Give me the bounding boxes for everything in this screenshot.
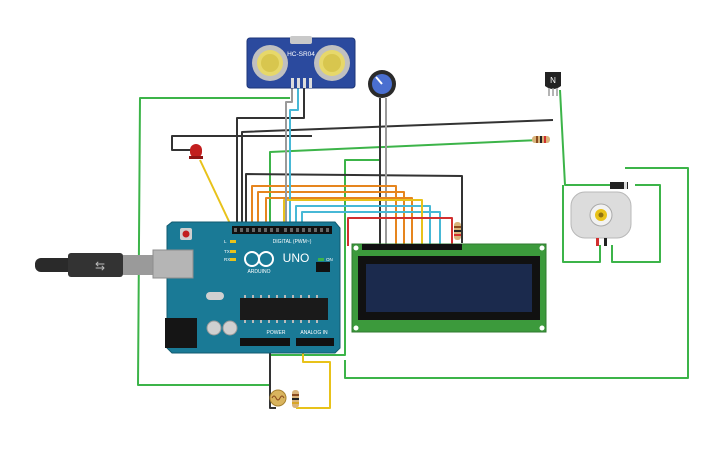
wire-gray-sensor[interactable] [285,88,293,232]
wire-yellow-lcd[interactable] [283,199,423,246]
wire-black-sensor-gnd[interactable] [236,88,305,232]
wire-green-left-loop[interactable] [137,97,290,386]
diode[interactable] [610,182,628,189]
arduino-uno[interactable]: DIGITAL (PWM~) UNO ARDUINO TX RX L ON [152,221,341,354]
potentiometer[interactable] [368,70,396,98]
capacitor-2 [222,320,238,336]
wire-red-lcd[interactable] [347,217,453,246]
analog-label: ANALOG IN [300,330,328,336]
resistor-lcd[interactable] [454,222,461,240]
wires [137,88,689,409]
l-label: L [224,239,227,244]
dc-motor[interactable] [570,191,632,246]
wire-green-motor-bottom[interactable] [562,185,601,263]
wire-black-led[interactable] [171,135,312,151]
wire-cyan-trig[interactable] [289,88,299,232]
wire-black-lcd-top[interactable] [245,173,463,243]
lcd-display[interactable] [351,243,547,333]
power-jack [165,318,197,348]
rx-label: RX [224,257,230,262]
transistor-label: N [550,76,556,85]
l-led [230,240,236,243]
wire-orange-1[interactable] [251,185,397,246]
tx-led [230,250,236,253]
wire-green-motor[interactable] [559,89,610,186]
wire-green-resistor[interactable] [269,139,541,232]
ultrasonic-sensor[interactable]: HC-SR04 [246,36,356,89]
wire-black-ldr[interactable] [269,345,276,409]
sensor-transducer-left [252,45,288,81]
arduino-brand: ARDUINO [247,269,270,275]
digital-label: DIGITAL (PWM~) [273,239,312,245]
wire-cyan-1[interactable] [295,205,431,246]
photoresistor[interactable] [269,389,287,407]
wire-green-right-loop[interactable] [344,167,689,379]
sensor-transducer-right [314,45,350,81]
resistor-bottom[interactable] [292,390,299,408]
lcd-screen [366,264,532,312]
tx-label: TX [224,249,230,254]
wire-yellow-led[interactable] [199,159,235,233]
arduino-logo [244,251,274,267]
sensor-label: HC-SR04 [287,51,315,58]
lcd-header [362,244,462,250]
wire-green-motor-right[interactable] [611,184,661,263]
power-label: POWER [267,330,286,336]
on-led [318,258,324,261]
usb-cable[interactable]: ⇆ [35,253,153,277]
usb-port [152,249,194,279]
npn-transistor[interactable]: N [545,72,561,96]
resistor-top[interactable] [532,136,550,143]
on-label: ON [326,257,333,262]
icsp-header [316,262,330,272]
wire-black-transistor[interactable] [241,119,554,232]
usb-icon: ⇆ [95,259,105,273]
wire-orange-3[interactable] [265,197,413,246]
rx-led [230,258,236,261]
analog-header [296,338,334,346]
power-header [240,338,290,346]
wire-yellow-analog[interactable] [296,345,331,409]
red-led[interactable] [189,144,203,159]
digital-header [232,226,332,234]
atmega-chip [240,298,328,320]
capacitor-1 [206,320,222,336]
crystal [206,292,224,300]
arduino-model: UNO [283,251,310,265]
